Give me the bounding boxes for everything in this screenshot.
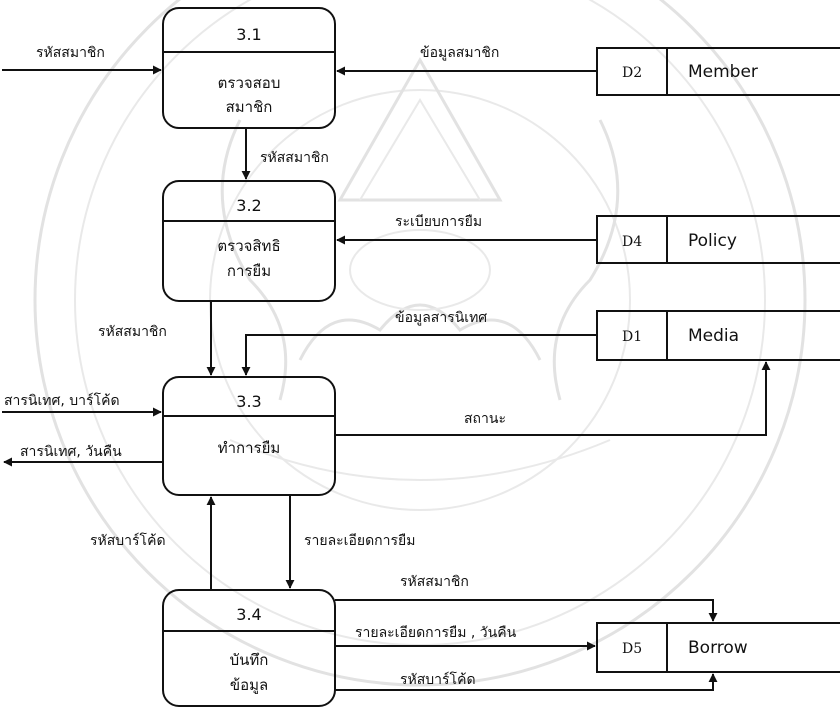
process-3-4: 3.4 บันทึก ข้อมูล	[162, 589, 336, 707]
datastore-borrow-id: D5	[622, 641, 642, 657]
datastore-media-id: D1	[622, 329, 642, 345]
flow-32-to-33-label: รหัสสมาชิก	[98, 324, 167, 340]
flow-34-to-33: รหัสบาร์โค้ด	[90, 496, 216, 589]
datastore-member-name: Member	[688, 62, 758, 82]
process-3-4-id: 3.4	[236, 605, 261, 624]
flow-borrow-rules: ระเบียบการยืม	[336, 214, 597, 245]
process-3-3-name-line1: ทำการยืม	[218, 439, 281, 457]
flow-in-member-code: รหัสสมาชิก	[2, 45, 162, 75]
process-3-2-id: 3.2	[236, 196, 261, 215]
flow-32-to-33: รหัสสมาชิก	[98, 302, 216, 376]
flow-34-barcode-label: รหัสบาร์โค้ด	[400, 671, 476, 688]
flow-member-data: ข้อมูลสมาชิก	[336, 45, 597, 76]
flow-out-media-return: สารนิเทศ, วันคืน	[3, 444, 163, 467]
datastore-policy-name: Policy	[688, 231, 737, 251]
process-3-1-name-line1: ตรวจสอบ	[218, 74, 281, 92]
flow-out-media-return-label: สารนิเทศ, วันคืน	[20, 444, 122, 460]
flow-in-media-barcode-label: สารนิเทศ, บาร์โค้ด	[4, 392, 120, 409]
flow-34-barcode-to-borrow: รหัสบาร์โค้ด	[335, 671, 718, 691]
flow-34-detail-to-borrow: รายละเอียดการยืม , วันคืน	[335, 625, 596, 651]
flow-33-to-34: รายละเอียดการยืม	[285, 496, 415, 589]
flow-member-data-label: ข้อมูลสมาชิก	[420, 45, 499, 61]
datastore-borrow-name: Borrow	[688, 638, 748, 658]
process-3-2-name-line1: ตรวจสิทธิ	[217, 237, 280, 255]
flow-34-to-33-label: รหัสบาร์โค้ด	[90, 532, 166, 549]
flow-status: สถานะ	[335, 361, 771, 436]
datastore-member-id: D2	[622, 65, 642, 81]
datastore-media-name: Media	[688, 326, 739, 346]
flow-31-to-32-label: รหัสสมาชิก	[260, 150, 329, 166]
flow-borrow-rules-label: ระเบียบการยืม	[395, 214, 482, 230]
flow-media-data-label: ข้อมูลสารนิเทศ	[395, 310, 487, 326]
flow-34-member-code-label: รหัสสมาชิก	[400, 574, 469, 590]
process-3-1-name-line2: สมาชิก	[226, 98, 273, 116]
process-3-4-name-line2: ข้อมูล	[230, 676, 268, 694]
datastore-policy-id: D4	[622, 234, 642, 250]
process-3-3: 3.3 ทำการยืม	[162, 376, 336, 496]
process-3-1: 3.1 ตรวจสอบ สมาชิก	[162, 7, 336, 129]
datastore-borrow: D5 Borrow	[596, 622, 840, 673]
process-3-2: 3.2 ตรวจสิทธิ การยืม	[162, 180, 336, 302]
datastore-policy: D4 Policy	[596, 215, 840, 264]
flow-media-data: ข้อมูลสารนิเทศ	[241, 310, 597, 376]
flow-31-to-32: รหัสสมาชิก	[241, 129, 329, 180]
process-3-4-name-line1: บันทึก	[230, 651, 269, 669]
flow-33-to-34-label: รายละเอียดการยืม	[304, 533, 415, 549]
flow-34-member-code-to-borrow: รหัสสมาชิก	[335, 574, 718, 622]
flow-in-media-barcode: สารนิเทศ, บาร์โค้ด	[2, 392, 162, 417]
process-3-1-id: 3.1	[236, 25, 261, 44]
flow-status-label: สถานะ	[464, 411, 506, 427]
process-3-3-id: 3.3	[236, 392, 261, 411]
flow-34-detail-label: รายละเอียดการยืม , วันคืน	[355, 625, 517, 641]
process-3-2-name-line2: การยืม	[227, 262, 271, 280]
flow-in-member-code-label: รหัสสมาชิก	[36, 45, 105, 61]
